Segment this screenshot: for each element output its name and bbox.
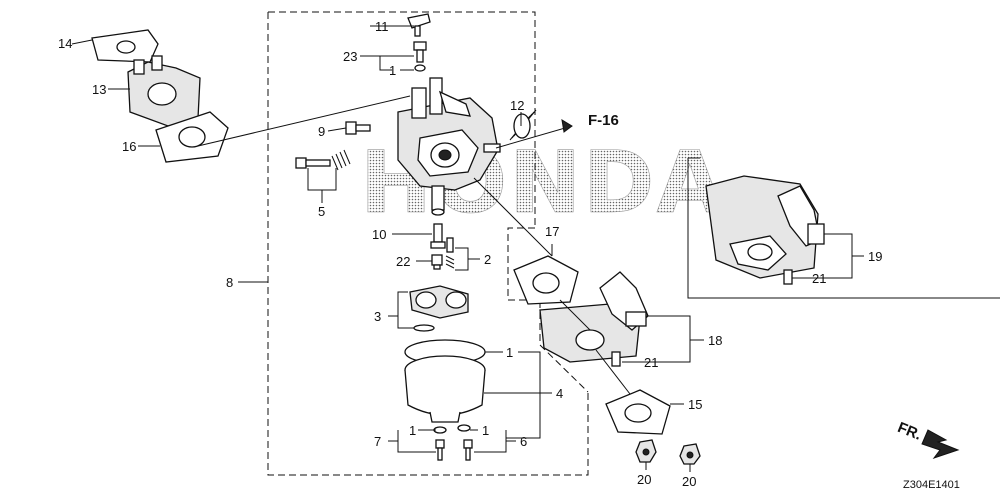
callout-12: 12 bbox=[510, 98, 524, 113]
callout-17: 17 bbox=[545, 224, 559, 239]
main-jet-10 bbox=[430, 223, 446, 249]
callout-1-oring: 1 bbox=[389, 63, 396, 78]
callout-9: 9 bbox=[318, 124, 325, 139]
pilot-screw-23 bbox=[413, 41, 427, 72]
diagram-code: Z304E1401 bbox=[903, 479, 960, 491]
callout-8: 8 bbox=[226, 275, 233, 290]
choke-knob-11 bbox=[407, 13, 431, 37]
callout-5: 5 bbox=[318, 204, 325, 219]
float-chamber-4 bbox=[404, 339, 486, 423]
callout-15: 15 bbox=[688, 397, 702, 412]
gasket-16 bbox=[155, 111, 229, 163]
nut-20-right bbox=[679, 443, 701, 465]
gasket-15 bbox=[605, 389, 671, 435]
callout-1-washer-right: 1 bbox=[482, 423, 489, 438]
reference-label: F-16 bbox=[588, 112, 619, 129]
callout-16: 16 bbox=[122, 139, 136, 154]
insulator-13 bbox=[127, 55, 201, 127]
callout-23: 23 bbox=[343, 49, 357, 64]
callout-21-upper: 21 bbox=[812, 271, 826, 286]
reference-f16: F-16 bbox=[561, 112, 619, 133]
callout-13: 13 bbox=[92, 82, 106, 97]
callout-22: 22 bbox=[396, 254, 410, 269]
callout-4: 4 bbox=[556, 386, 563, 401]
nut-20-left bbox=[635, 439, 657, 463]
air-guide-box bbox=[687, 157, 1000, 299]
front-marker-label: FR. bbox=[895, 419, 924, 444]
bolt-6 bbox=[457, 424, 473, 461]
air-guide-18 bbox=[539, 271, 649, 363]
callout-18: 18 bbox=[708, 333, 722, 348]
air-guide-19 bbox=[705, 175, 825, 279]
main-jet-22 bbox=[431, 254, 443, 270]
gasket-17 bbox=[513, 255, 579, 305]
throttle-stop-spring-12 bbox=[509, 109, 537, 141]
callout-labels: 11 23 1 12 9 14 13 16 5 10 22 2 8 3 1 4 … bbox=[58, 19, 882, 489]
callout-19: 19 bbox=[868, 249, 882, 264]
gasket-14 bbox=[91, 29, 159, 63]
callout-1-washer-left: 1 bbox=[409, 423, 416, 438]
callout-7: 7 bbox=[374, 434, 381, 449]
pin-21-lower bbox=[611, 351, 621, 367]
callout-20-right: 20 bbox=[682, 474, 696, 489]
carburetor-body bbox=[397, 77, 501, 216]
callout-21-lower: 21 bbox=[644, 355, 658, 370]
pin-21-upper bbox=[783, 269, 793, 285]
callout-6: 6 bbox=[520, 434, 527, 449]
float-3 bbox=[409, 285, 469, 332]
callout-3: 3 bbox=[374, 309, 381, 324]
callout-10: 10 bbox=[372, 227, 386, 242]
carburetor-assembly-outline bbox=[267, 11, 589, 476]
callout-14: 14 bbox=[58, 36, 72, 51]
callout-2: 2 bbox=[484, 252, 491, 267]
callout-11: 11 bbox=[375, 19, 389, 34]
callout-1-gasket: 1 bbox=[506, 345, 513, 360]
throttle-screw-5 bbox=[295, 149, 351, 171]
callout-20-left: 20 bbox=[637, 472, 651, 487]
front-marker: FR. bbox=[895, 419, 960, 459]
drain-screw-7 bbox=[433, 426, 447, 461]
needle-2 bbox=[445, 237, 455, 269]
screw-9 bbox=[345, 121, 371, 135]
leader-lines bbox=[71, 25, 864, 472]
